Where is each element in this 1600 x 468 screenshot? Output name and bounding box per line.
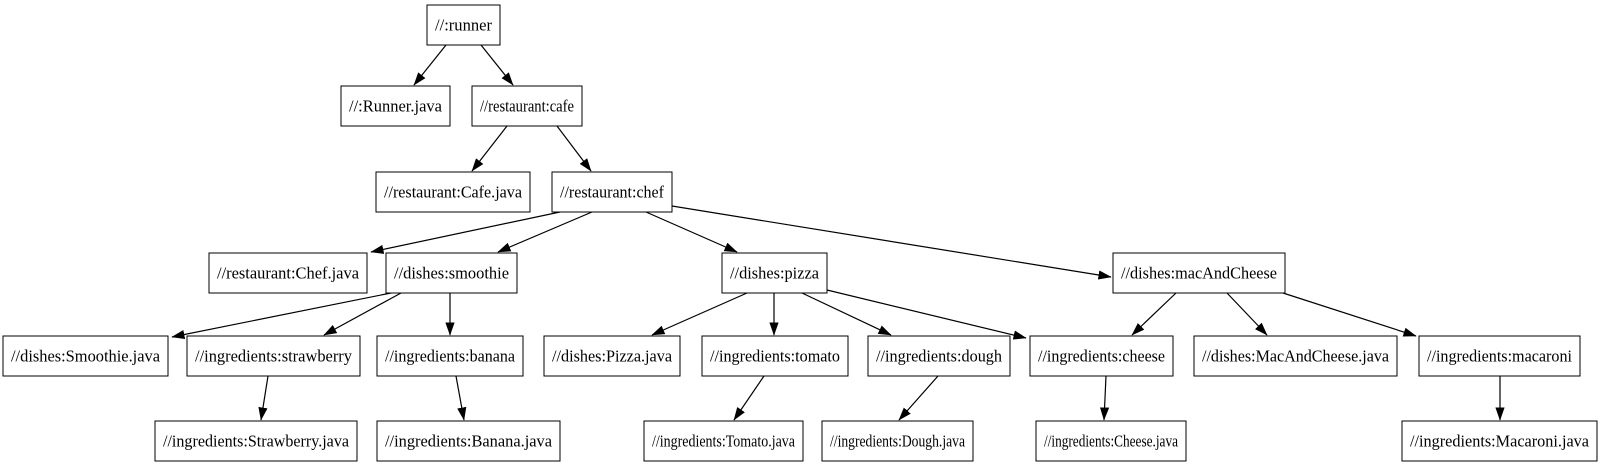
graph-node-label-tomato_java: //ingredients:Tomato.java <box>652 432 796 451</box>
graph-node-label-banana: //ingredients:banana <box>385 347 516 366</box>
graph-node-label-macaroni: //ingredients:macaroni <box>1427 347 1572 366</box>
graph-node-cafe: //restaurant:cafe <box>471 85 583 127</box>
edge-chef-to-smoothie <box>497 211 593 253</box>
graph-node-box-dough_java <box>821 420 974 462</box>
graph-node-runner: //:runner <box>426 4 501 46</box>
edge-cheese-to-cheese_java <box>1099 375 1110 421</box>
graph-node-label-macaroni_java: //ingredients:Macaroni.java <box>1410 432 1590 451</box>
edge-pizza-to-dough <box>801 292 892 336</box>
graph-node-strawberry: //ingredients:strawberry <box>186 335 361 377</box>
graph-node-label-mac_and_cheese_java: //dishes:MacAndCheese.java <box>1202 347 1390 366</box>
graph-node-label-chef_java: //restaurant:Chef.java <box>217 264 360 283</box>
edge-tomato-to-tomato_java <box>733 375 765 421</box>
graph-node-box-cheese_java <box>1035 420 1187 462</box>
graph-node-label-mac_and_cheese: //dishes:macAndCheese <box>1121 264 1277 283</box>
edge-chef-to-chef_java <box>370 211 561 254</box>
graph-node-box-banana <box>376 335 524 377</box>
graph-node-cheese: //ingredients:cheese <box>1029 335 1174 377</box>
graph-node-box-chef_java <box>208 252 368 294</box>
graph-node-box-banana_java <box>376 420 561 462</box>
graph-node-box-mac_and_cheese <box>1112 252 1286 294</box>
graph-node-label-cafe_java: //restaurant:Cafe.java <box>384 183 523 202</box>
graph-node-box-tomato_java <box>643 420 804 462</box>
graph-node-label-pizza_java: //dishes:Pizza.java <box>552 347 673 366</box>
graph-node-label-strawberry_java: //ingredients:Strawberry.java <box>163 432 350 451</box>
graph-node-mac_and_cheese: //dishes:macAndCheese <box>1112 252 1286 294</box>
edge-banana-to-banana_java <box>455 375 467 421</box>
graph-node-label-chef: //restaurant:chef <box>560 183 664 202</box>
graph-node-box-runner <box>426 4 501 46</box>
edge-chef-to-mac_and_cheese <box>671 205 1112 280</box>
graph-node-box-macaroni <box>1418 335 1581 377</box>
graph-node-box-cheese <box>1029 335 1174 377</box>
graph-node-label-cafe: //restaurant:cafe <box>480 97 574 116</box>
graph-node-label-dough_java: //ingredients:Dough.java <box>830 432 966 451</box>
graph-node-label-runner: //:runner <box>435 16 492 35</box>
edges-layer <box>171 44 1505 421</box>
edge-pizza-to-pizza_java <box>651 292 748 336</box>
graph-node-box-pizza_java <box>543 335 681 377</box>
graph-node-banana_java: //ingredients:Banana.java <box>376 420 561 462</box>
graph-node-mac_and_cheese_java: //dishes:MacAndCheese.java <box>1193 335 1398 377</box>
edge-runner-to-runner_java <box>413 44 447 86</box>
graph-node-runner_java: //:Runner.java <box>340 85 451 127</box>
graph-node-label-cheese_java: //ingredients:Cheese.java <box>1044 432 1179 451</box>
graph-node-pizza_java: //dishes:Pizza.java <box>543 335 681 377</box>
edge-smoothie-to-smoothie_java <box>171 292 392 340</box>
graph-node-box-tomato <box>701 335 849 377</box>
graph-node-smoothie_java: //dishes:Smoothie.java <box>2 335 169 377</box>
graph-node-pizza: //dishes:pizza <box>721 252 828 294</box>
graph-node-macaroni_java: //ingredients:Macaroni.java <box>1401 420 1598 462</box>
graph-node-label-smoothie: //dishes:smoothie <box>394 264 509 283</box>
nodes-layer: //:runner //:Runner.java //restaurant:cafe… <box>2 4 1598 462</box>
graph-node-dough_java: //ingredients:Dough.java <box>821 420 974 462</box>
graph-node-box-cafe_java <box>375 171 531 213</box>
edge-pizza-to-cheese <box>826 289 1027 340</box>
graph-node-strawberry_java: //ingredients:Strawberry.java <box>154 420 358 462</box>
edge-cafe-to-chef <box>556 125 592 172</box>
graph-node-box-pizza <box>721 252 828 294</box>
graph-node-cafe_java: //restaurant:Cafe.java <box>375 171 531 213</box>
graph-node-label-dough: //ingredients:dough <box>876 347 1003 366</box>
graph-node-box-runner_java <box>340 85 451 127</box>
edge-mac_and_cheese-to-mac_and_cheese_java <box>1226 292 1268 336</box>
graph-node-box-dough <box>867 335 1011 377</box>
graph-node-banana: //ingredients:banana <box>376 335 524 377</box>
graph-node-tomato_java: //ingredients:Tomato.java <box>643 420 804 462</box>
graph-node-chef: //restaurant:chef <box>551 171 673 213</box>
edge-chef-to-pizza <box>645 211 738 253</box>
graph-node-label-banana_java: //ingredients:Banana.java <box>385 432 553 451</box>
graph-node-cheese_java: //ingredients:Cheese.java <box>1035 420 1187 462</box>
edge-cafe-to-cafe_java <box>471 125 508 172</box>
graph-node-label-cheese: //ingredients:cheese <box>1038 347 1165 366</box>
graph-node-box-smoothie <box>385 252 518 294</box>
graph-node-label-tomato: //ingredients:tomato <box>710 347 840 366</box>
graph-node-box-mac_and_cheese_java <box>1193 335 1398 377</box>
graph-node-smoothie: //dishes:smoothie <box>385 252 518 294</box>
graph-node-label-runner_java: //:Runner.java <box>349 97 443 116</box>
graph-node-dough: //ingredients:dough <box>867 335 1011 377</box>
edge-smoothie-to-strawberry <box>323 292 402 336</box>
graph-node-box-smoothie_java <box>2 335 169 377</box>
graph-node-box-strawberry_java <box>154 420 358 462</box>
edge-mac_and_cheese-to-macaroni <box>1282 292 1417 337</box>
graph-node-tomato: //ingredients:tomato <box>701 335 849 377</box>
graph-node-label-strawberry: //ingredients:strawberry <box>195 347 353 366</box>
graph-node-macaroni: //ingredients:macaroni <box>1418 335 1581 377</box>
graph-node-box-strawberry <box>186 335 361 377</box>
edge-strawberry-to-strawberry_java <box>258 375 269 421</box>
graph-node-label-pizza: //dishes:pizza <box>730 264 820 283</box>
graph-node-box-cafe <box>471 85 583 127</box>
edge-dough-to-dough_java <box>898 375 939 421</box>
graph-node-label-smoothie_java: //dishes:Smoothie.java <box>11 347 161 366</box>
graph-node-chef_java: //restaurant:Chef.java <box>208 252 368 294</box>
graph-node-box-chef <box>551 171 673 213</box>
edge-runner-to-cafe <box>480 44 514 86</box>
graph-node-box-macaroni_java <box>1401 420 1598 462</box>
edge-mac_and_cheese-to-cheese <box>1131 292 1177 336</box>
